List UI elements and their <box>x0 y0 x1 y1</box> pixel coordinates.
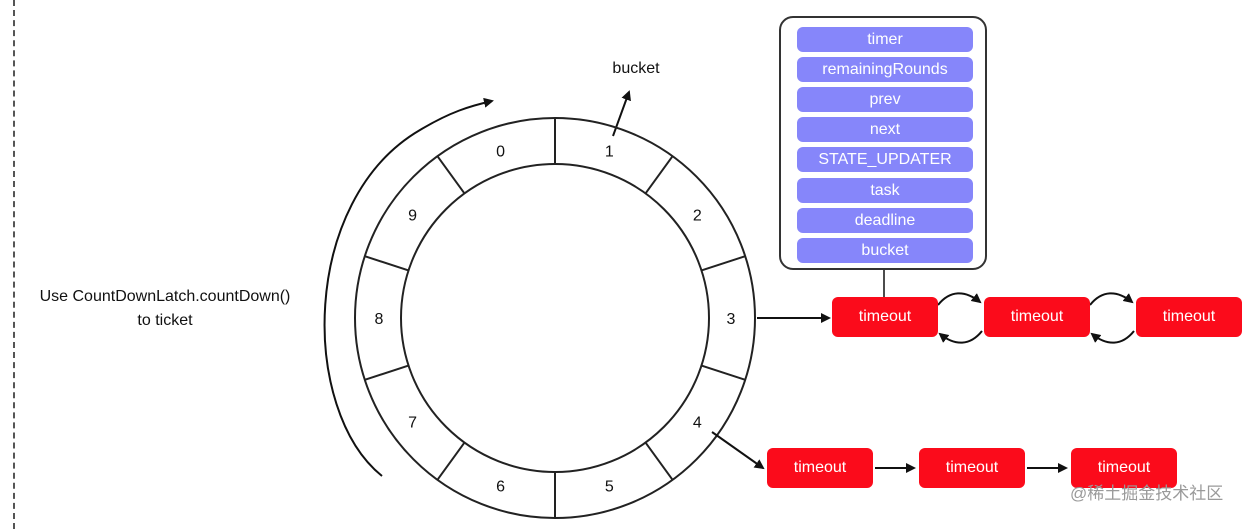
wheel-divider-8 <box>364 255 409 272</box>
field-state-updater: STATE_UPDATER <box>797 147 973 172</box>
link-back-1 <box>938 330 983 344</box>
field-deadline: deadline <box>797 208 973 233</box>
wheel-slot-1: 1 <box>605 144 614 161</box>
wheel-divider-2 <box>701 255 746 272</box>
wheel-slot-2: 2 <box>693 208 702 225</box>
wheel-divider-7 <box>364 364 409 381</box>
timeout-fields-panel: timer remainingRounds prev next STATE_UP… <box>779 16 987 270</box>
wheel-slot-5: 5 <box>605 478 614 495</box>
wheel-slot-9: 9 <box>408 208 417 225</box>
wheel-slot-4: 4 <box>693 414 702 431</box>
dashed-divider <box>13 0 15 529</box>
wheel-outer-ring <box>354 117 756 519</box>
field-bucket: bucket <box>797 238 973 263</box>
slot4-arrow <box>711 431 765 470</box>
bucket-pointer-arrow <box>612 90 631 137</box>
wheel-slot-0: 0 <box>496 144 505 161</box>
field-next: next <box>797 117 973 142</box>
bucket4-timeout-3: timeout <box>1071 448 1177 488</box>
wheel-slot-7: 7 <box>408 414 417 431</box>
watermark: @稀土掘金技术社区 <box>1070 484 1224 503</box>
bucket3-timeout-2: timeout <box>984 297 1090 337</box>
wheel-slot-8: 8 <box>375 311 384 328</box>
field-prev: prev <box>797 87 973 112</box>
wheel-divider-4 <box>644 442 674 481</box>
wheel-slot-6: 6 <box>496 478 505 495</box>
bucket3-timeout-1: timeout <box>832 297 938 337</box>
link-forward-1 <box>937 292 982 306</box>
wheel-divider-3 <box>701 364 746 381</box>
tick-note-line-1: Use CountDownLatch.countDown() <box>39 288 291 305</box>
wheel-divider-1 <box>644 155 674 194</box>
tick-note: Use CountDownLatch.countDown() to ticket <box>20 285 310 333</box>
field-timer: timer <box>797 27 973 52</box>
wheel-slot-labels: 0 1 2 3 4 5 6 7 8 9 <box>375 144 736 496</box>
bucket-label: bucket <box>612 60 660 77</box>
rotation-arrow <box>323 97 494 477</box>
wheel-inner-ring <box>400 163 710 473</box>
wheel-dividers <box>364 118 746 518</box>
link-forward-2 <box>1089 292 1134 306</box>
bucket3-timeout-3: timeout <box>1136 297 1242 337</box>
bucket4-timeout-2: timeout <box>919 448 1025 488</box>
wheel-slot-3: 3 <box>727 311 736 328</box>
field-remaining-rounds: remainingRounds <box>797 57 973 82</box>
tick-note-line-2: to ticket <box>137 312 193 329</box>
wheel-divider-9 <box>436 155 466 194</box>
wheel-divider-6 <box>436 442 466 481</box>
bucket4-timeout-1: timeout <box>767 448 873 488</box>
link-back-2 <box>1090 330 1135 344</box>
field-task: task <box>797 178 973 203</box>
